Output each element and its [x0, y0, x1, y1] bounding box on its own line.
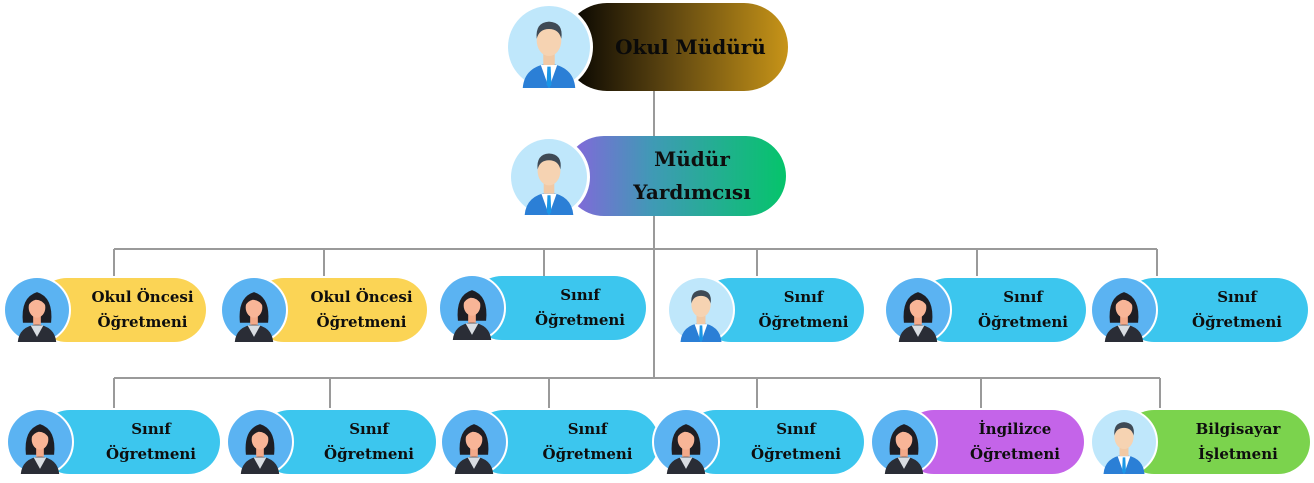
row1-label-line2: Öğretmeni [535, 311, 625, 329]
man-avatar-icon [508, 136, 590, 218]
vice-principal-pill: Müdür Yardımcısı [564, 136, 786, 216]
woman-avatar-icon [884, 276, 952, 344]
row2-label-line2: Öğretmeni [542, 445, 633, 463]
woman-avatar-icon [652, 408, 720, 476]
woman-avatar-icon [3, 276, 71, 344]
row1-label-line1: Sınıf [1003, 288, 1043, 306]
row1-label-line1: Okul Öncesi [310, 288, 413, 306]
vice-principal-label-line2: Yardımcısı [633, 180, 751, 204]
man-avatar-icon [667, 276, 735, 344]
row2-label-line2: Öğretmeni [106, 445, 196, 463]
row1-label-line2: Öğretmeni [316, 313, 407, 331]
row1-label-line2: Öğretmeni [1192, 313, 1282, 331]
row2-label-line1: Sınıf [131, 420, 171, 438]
row2-label-line1: Sınıf [567, 420, 608, 438]
row1-label-line2: Öğretmeni [758, 313, 849, 331]
woman-avatar-icon [438, 274, 506, 342]
row2-label-line1: İngilizce [978, 420, 1052, 438]
row2-label-line1: Sınıf [349, 420, 389, 438]
woman-avatar-icon [440, 408, 508, 476]
woman-avatar-icon [870, 408, 938, 476]
woman-avatar-icon [226, 408, 294, 476]
row2-label-line2: İşletmeni [1198, 445, 1278, 463]
row2-label-line1: Sınıf [776, 420, 816, 438]
woman-avatar-icon [1090, 276, 1158, 344]
row2-label-line2: Öğretmeni [324, 445, 414, 463]
vice-principal-label-line1: Müdür [654, 147, 730, 171]
woman-avatar-icon [220, 276, 288, 344]
row2-label-line1: Bilgisayar [1195, 420, 1281, 438]
row2-pill: Sınıf Öğretmeni [38, 410, 220, 474]
row1-label-line1: Sınıf [560, 286, 600, 304]
row2-label-line2: Öğretmeni [970, 445, 1060, 463]
row1-label-line1: Okul Öncesi [91, 288, 194, 306]
row2-label-line2: Öğretmeni [751, 445, 841, 463]
woman-avatar-icon [6, 408, 74, 476]
man-avatar-icon [505, 3, 593, 91]
man-avatar-icon [1090, 408, 1158, 476]
principal-pill: Okul Müdürü [563, 3, 788, 91]
row1-label-line2: Öğretmeni [97, 313, 188, 331]
row2-pill: Sınıf Öğretmeni [258, 410, 436, 474]
row1-label-line1: Sınıf [783, 288, 824, 306]
row1-label-line2: Öğretmeni [978, 313, 1068, 331]
principal-label: Okul Müdürü [615, 35, 766, 59]
row1-label-line1: Sınıf [1217, 288, 1257, 306]
